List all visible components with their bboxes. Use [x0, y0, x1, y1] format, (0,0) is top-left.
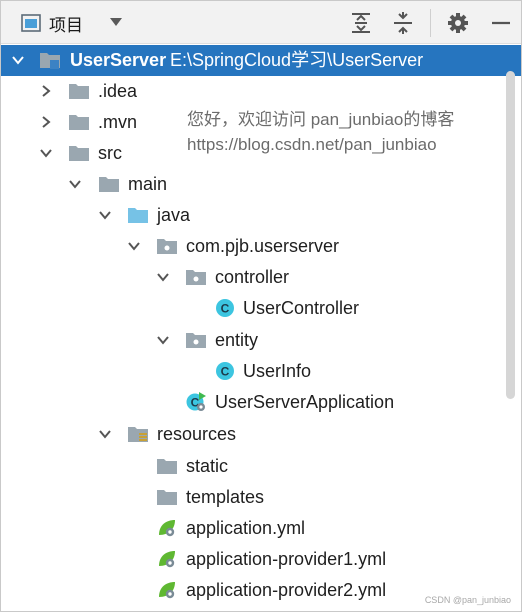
csdn-credit: CSDN @pan_junbiao	[424, 595, 511, 605]
svg-text:C: C	[191, 396, 200, 410]
spring-leaf-icon	[159, 551, 175, 568]
folder-icon	[69, 115, 89, 130]
collapse-all-icon[interactable]	[391, 11, 415, 35]
package-folder-icon	[186, 270, 206, 285]
file-name: application.yml	[186, 518, 306, 538]
tree-row-userinfo[interactable]: C UserInfo	[1, 356, 521, 387]
tree-row-entity[interactable]: entity	[1, 325, 521, 356]
spring-leaf-icon	[159, 582, 175, 599]
chevron-down-icon[interactable]	[156, 333, 170, 347]
expand-all-icon[interactable]	[349, 11, 373, 35]
hide-minus-icon[interactable]	[489, 11, 513, 35]
resources-folder-icon	[128, 427, 148, 442]
watermark-line-1: 您好，欢迎访问 pan_junbiao的博客	[187, 110, 455, 129]
svg-text:C: C	[221, 302, 230, 316]
folder-name: templates	[186, 487, 265, 507]
spring-leaf-icon	[159, 520, 175, 537]
chevron-down-icon[interactable]	[98, 208, 112, 222]
module-folder-icon	[40, 53, 60, 69]
tree-row-resources[interactable]: resources	[1, 419, 521, 450]
dropdown-arrow-icon[interactable]	[109, 16, 123, 28]
project-view-icon	[21, 14, 41, 32]
folder-icon	[157, 459, 177, 474]
tree-row-root[interactable]: UserServer E:\SpringCloud学习\UserServer	[1, 45, 521, 76]
chevron-down-icon[interactable]	[39, 146, 53, 160]
tree-row-yml2[interactable]: application-provider1.yml	[1, 544, 521, 575]
tree-row-static[interactable]: static	[1, 451, 521, 482]
file-name: application-provider1.yml	[186, 549, 387, 569]
toolbar-separator	[430, 9, 431, 37]
spring-boot-class-icon: C	[186, 392, 206, 411]
package-name: controller	[215, 267, 290, 287]
tree-row-src[interactable]: src	[1, 138, 521, 169]
package-name: entity	[215, 330, 259, 350]
chevron-down-icon[interactable]	[156, 270, 170, 284]
settings-gear-icon[interactable]	[446, 11, 470, 35]
tree-row-main[interactable]: main	[1, 169, 521, 200]
tree-row-templates[interactable]: templates	[1, 482, 521, 513]
folder-name: static	[186, 456, 229, 476]
folder-name: java	[157, 205, 191, 225]
tree-row-yml1[interactable]: application.yml	[1, 513, 521, 544]
tree-row-usercontroller[interactable]: C UserController	[1, 293, 521, 324]
tree-row-mvn[interactable]: .mvn	[1, 107, 521, 138]
chevron-right-icon[interactable]	[39, 84, 53, 98]
chevron-down-icon[interactable]	[127, 239, 141, 253]
folder-name: src	[98, 143, 122, 163]
folder-icon	[69, 146, 89, 161]
file-name: application-provider2.yml	[186, 580, 387, 600]
java-class-icon: C	[216, 362, 234, 380]
folder-name: resources	[157, 424, 237, 444]
module-path: E:\SpringCloud学习\UserServer	[170, 50, 424, 70]
project-toolbar: 项目	[1, 1, 521, 44]
package-folder-icon	[186, 333, 206, 348]
chevron-right-icon[interactable]	[39, 115, 53, 129]
module-name: UserServer	[70, 50, 167, 70]
tree-row-application[interactable]: C UserServerApplication	[1, 387, 521, 418]
package-name: com.pjb.userserver	[186, 236, 340, 256]
watermark-line-2: https://blog.csdn.net/pan_junbiao	[187, 135, 437, 154]
chevron-down-icon[interactable]	[11, 53, 25, 67]
view-selector[interactable]: 项目	[21, 11, 83, 35]
java-class-icon: C	[216, 299, 234, 317]
folder-icon	[69, 84, 89, 99]
chevron-down-icon[interactable]	[68, 177, 82, 191]
class-name: UserController	[243, 298, 360, 318]
tree-row-yml3[interactable]: application-provider2.yml	[1, 575, 521, 606]
tree-row-java[interactable]: java	[1, 200, 521, 231]
svg-text:C: C	[221, 365, 230, 379]
folder-name: .idea	[98, 81, 138, 101]
tree-row-package[interactable]: com.pjb.userserver	[1, 231, 521, 262]
tree-row-controller[interactable]: controller	[1, 262, 521, 293]
class-name: UserInfo	[243, 361, 312, 381]
view-selector-label: 项目	[49, 15, 83, 35]
folder-icon	[157, 490, 177, 505]
vertical-scrollbar[interactable]	[506, 71, 515, 399]
source-folder-icon	[128, 208, 148, 223]
tree-row-idea[interactable]: .idea	[1, 76, 521, 107]
folder-name: main	[128, 174, 168, 194]
folder-name: .mvn	[98, 112, 138, 132]
class-name: UserServerApplication	[215, 392, 395, 412]
chevron-down-icon[interactable]	[98, 427, 112, 441]
folder-icon	[99, 177, 119, 192]
package-folder-icon	[157, 239, 177, 254]
